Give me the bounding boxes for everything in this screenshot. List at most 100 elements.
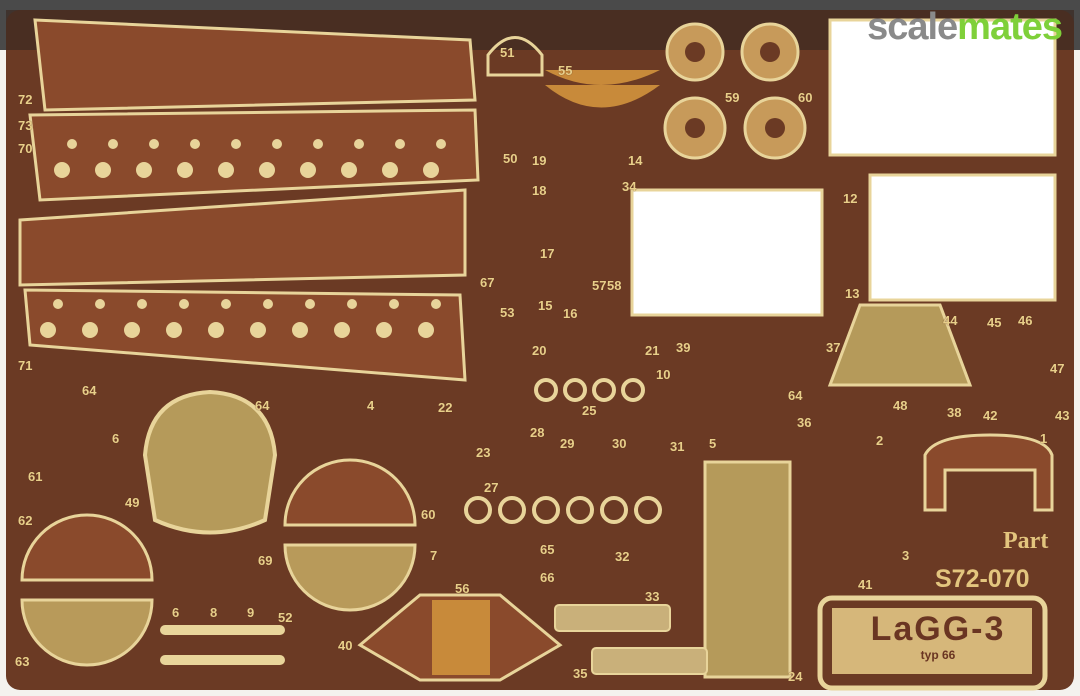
part-number: 47 [1050, 361, 1065, 376]
ring-part [566, 496, 594, 524]
wheel-hub [765, 118, 785, 138]
part-number: 22 [438, 400, 453, 415]
wing-hole [124, 322, 140, 338]
half-disc [20, 598, 154, 667]
part-number: 65 [540, 542, 555, 557]
arc-part [545, 85, 660, 108]
part-number: 60 [798, 90, 813, 105]
wing-hole [341, 162, 357, 178]
ring-part [464, 496, 492, 524]
nameplate-title: LaGG-3 [870, 610, 1006, 648]
wing-hole [108, 139, 118, 149]
wing-hole [95, 299, 105, 309]
part-number: 29 [560, 436, 575, 451]
part-number: 9 [247, 605, 255, 620]
scalemates-watermark: scalemates [867, 6, 1063, 48]
part-number: 28 [530, 425, 545, 440]
ring-part [621, 378, 645, 402]
wing-hole [177, 162, 193, 178]
wing-hole [436, 139, 446, 149]
wing-hole [136, 162, 152, 178]
bar-part [591, 647, 708, 675]
wing-panel [18, 188, 467, 287]
part-number: 36 [797, 415, 812, 430]
half-disc [283, 458, 417, 527]
part-number: 45 [987, 315, 1002, 330]
armor-plate [703, 460, 792, 679]
part-number: 4 [367, 398, 375, 413]
wing-hole [423, 162, 439, 178]
wheel-hub [760, 42, 780, 62]
cockpit-floor [630, 188, 824, 317]
instrument-panel [828, 18, 1057, 157]
part-number: 41 [858, 577, 873, 592]
part-number: 66 [540, 570, 555, 585]
wing-hole [334, 322, 350, 338]
part-number: 35 [573, 666, 588, 681]
ring-part [532, 496, 560, 524]
bar-part [554, 604, 671, 632]
product-code: S72-070 [935, 565, 1030, 593]
part-number: 50 [503, 151, 518, 166]
cockpit-side [868, 173, 1057, 302]
wing-hole [82, 322, 98, 338]
part-number: 40 [338, 638, 353, 653]
wing-hole [137, 299, 147, 309]
arc-part [545, 70, 660, 85]
part-number: 62 [18, 513, 33, 528]
striped-part [432, 600, 490, 675]
part-number: 3 [902, 548, 910, 563]
part-number: 64 [82, 383, 97, 398]
wing-hole [221, 299, 231, 309]
part-number: 27 [484, 480, 499, 495]
wing-panel [33, 18, 477, 112]
wing-hole [208, 322, 224, 338]
part-number: 7 [430, 548, 438, 563]
wing-panel-holes [23, 288, 467, 382]
ring-part [600, 496, 628, 524]
part-number: 23 [476, 445, 491, 460]
wing-hole [300, 162, 316, 178]
part-number: 43 [1055, 408, 1070, 423]
wing-hole [67, 139, 77, 149]
part-number: 71 [18, 358, 33, 373]
part-number: 13 [845, 286, 860, 301]
part-number: 31 [670, 439, 685, 454]
ring-part [634, 496, 662, 524]
part-number: 48 [893, 398, 908, 413]
rod-part [160, 625, 285, 635]
part-number: 42 [983, 408, 998, 423]
part-number: 32 [615, 549, 630, 564]
part-number: 2 [876, 433, 884, 448]
part-number: 49 [125, 495, 140, 510]
part-number: 30 [612, 436, 627, 451]
part-number: 25 [582, 403, 597, 418]
wheel-hub [685, 118, 705, 138]
part-number: 51 [500, 45, 515, 60]
half-disc [20, 513, 154, 582]
wing-hole [259, 162, 275, 178]
part-number: 70 [18, 141, 33, 156]
part-number: 67 [480, 275, 495, 290]
rod-part [160, 655, 285, 665]
wing-hole [40, 322, 56, 338]
arch-part [486, 36, 544, 77]
part-number: 6 [112, 431, 120, 446]
ring-part [592, 378, 616, 402]
ring-part [563, 378, 587, 402]
part-number: 56 [455, 581, 470, 596]
wing-hole [376, 322, 392, 338]
part-number: 19 [532, 153, 547, 168]
part-number: 61 [28, 469, 43, 484]
part-number: 12 [843, 191, 858, 206]
part-number: 24 [788, 669, 803, 684]
part-number: 64 [255, 398, 270, 413]
part-number: 46 [1018, 313, 1033, 328]
wing-hole [347, 299, 357, 309]
part-number: 1 [1040, 431, 1048, 446]
part-number: 53 [500, 305, 515, 320]
wing-hole [231, 139, 241, 149]
wing-hole [389, 299, 399, 309]
